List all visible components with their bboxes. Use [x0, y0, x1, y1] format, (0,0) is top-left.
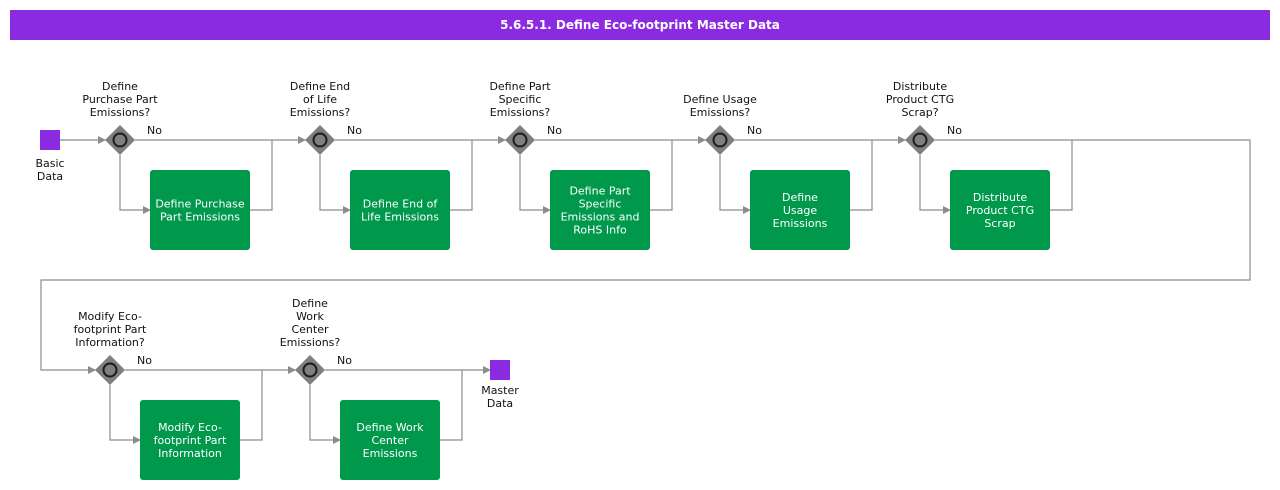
gateway-marker-icon — [512, 132, 528, 148]
branch-label-no: No — [347, 124, 362, 137]
task-box — [950, 170, 1050, 250]
task-box — [340, 400, 440, 480]
connector-from-task — [850, 140, 873, 211]
task-box — [750, 170, 850, 250]
connector-to-task — [919, 155, 951, 214]
gateway-diamond — [295, 355, 325, 385]
gateway-diamond — [905, 125, 935, 155]
gateway-marker-icon — [312, 132, 328, 148]
connector-from-task — [650, 140, 673, 211]
gateway-marker-icon — [112, 132, 128, 148]
branch-label-no: No — [747, 124, 762, 137]
branch-label-no: No — [547, 124, 562, 137]
gateway-marker-icon — [102, 362, 118, 378]
gateway-diamond — [95, 355, 125, 385]
end-event — [490, 360, 510, 380]
start-event — [40, 130, 60, 150]
gateway-diamond — [505, 125, 535, 155]
connector-to-task — [519, 155, 551, 214]
branch-label-no: No — [147, 124, 162, 137]
connector-wrap — [40, 139, 1251, 374]
connector-to-task — [309, 385, 341, 444]
connector-to-task — [109, 385, 141, 444]
connector-to-task — [319, 155, 351, 214]
connector-to-task — [719, 155, 751, 214]
connector-from-task — [240, 370, 263, 441]
connector-from-task — [440, 370, 463, 441]
connector-from-task — [1050, 140, 1073, 211]
gateway-marker-icon — [712, 132, 728, 148]
task-box — [140, 400, 240, 480]
task-box — [150, 170, 250, 250]
task-box — [550, 170, 650, 250]
connector-from-task — [250, 140, 273, 211]
diagram-title: 5.6.5.1. Define Eco-footprint Master Dat… — [10, 10, 1270, 40]
connector-from-task — [450, 140, 473, 211]
task-box — [350, 170, 450, 250]
branch-label-no: No — [137, 354, 152, 367]
gateway-diamond — [305, 125, 335, 155]
gateway-marker-icon — [912, 132, 928, 148]
branch-label-no: No — [947, 124, 962, 137]
gateway-diamond — [705, 125, 735, 155]
gateway-marker-icon — [302, 362, 318, 378]
branch-label-no: No — [337, 354, 352, 367]
connector-to-task — [119, 155, 151, 214]
gateway-diamond — [105, 125, 135, 155]
